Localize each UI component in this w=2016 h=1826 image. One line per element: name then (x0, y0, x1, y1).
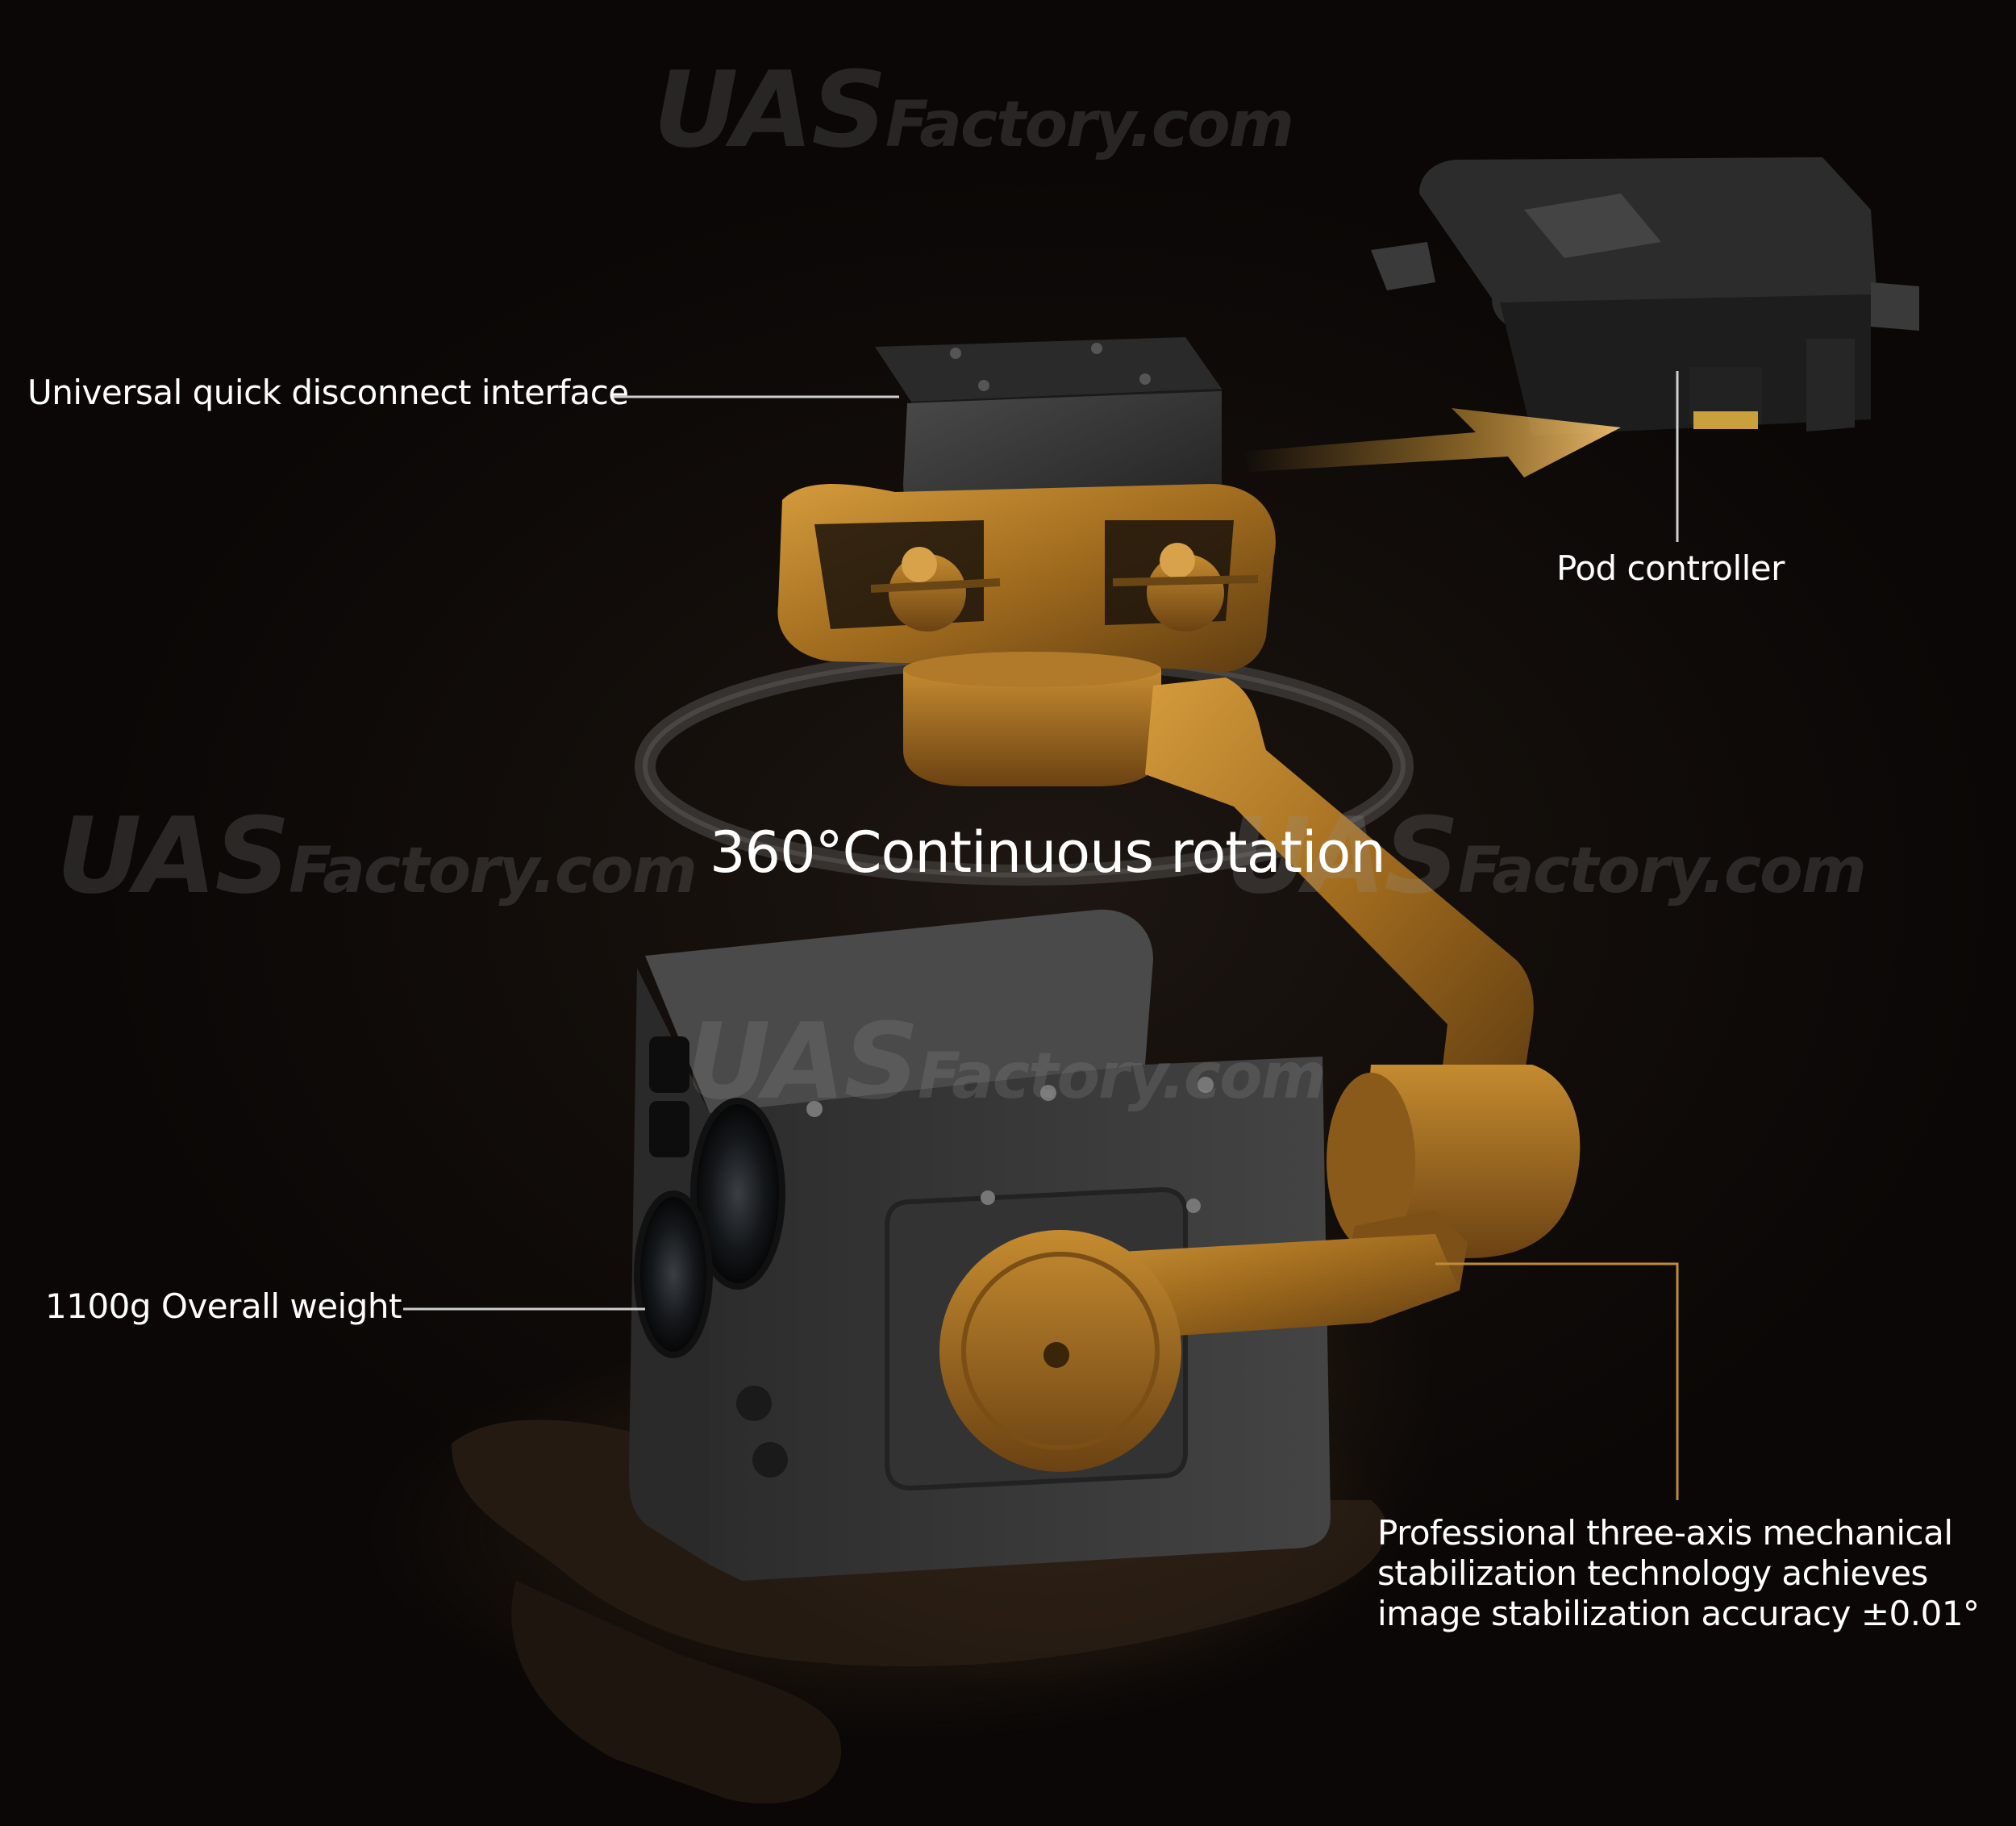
watermark-right: UASFactory.com (1226, 794, 1867, 917)
callout-stabilization-line3: image stabilization accuracy ±0.01° (1377, 1594, 1980, 1633)
damper-yoke (777, 484, 1276, 786)
direction-arrow (1242, 408, 1621, 477)
tilt-motor (939, 1230, 1460, 1472)
watermark-top: UASFactory.com (653, 48, 1294, 171)
callout-universal-interface: Universal quick disconnect interface (27, 373, 629, 412)
callout-stabilization-line2: stabilization technology achieves (1377, 1553, 1928, 1593)
watermark-left: UASFactory.com (56, 794, 698, 917)
callout-stabilization: Professional three-axis mechanical stabi… (1377, 1513, 1980, 1634)
callout-pod-controller: Pod controller (1556, 548, 1785, 588)
watermark-center: UASFactory.com (685, 1000, 1327, 1123)
leader-lines (403, 371, 1679, 1500)
callout-stabilization-line1: Professional three-axis mechanical (1377, 1513, 1953, 1553)
callout-weight: 1100g Overall weight (45, 1286, 402, 1326)
pod-controller (1371, 157, 1919, 436)
callout-continuous-rotation: 360°Continuous rotation (710, 819, 1386, 886)
leader-line-stabilization (1435, 1262, 1679, 1500)
